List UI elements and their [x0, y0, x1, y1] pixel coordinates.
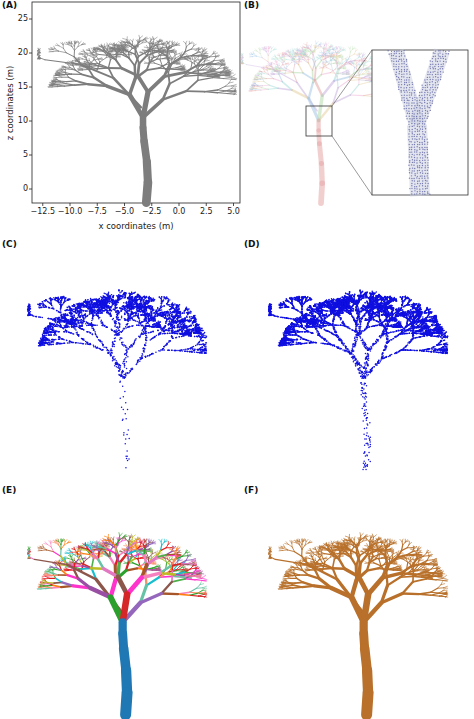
branch-segment [147, 68, 159, 70]
branch-segment [186, 43, 187, 46]
branch-segment [327, 43, 329, 45]
branch-segment [227, 94, 234, 95]
branch-segment [311, 45, 312, 47]
branch-segment [66, 53, 74, 57]
branch-segment [202, 48, 203, 50]
branch-segment [116, 60, 122, 68]
branch-segment [170, 76, 184, 83]
branch-segment [183, 41, 185, 43]
branch-segment [139, 35, 140, 38]
branch-segment [272, 62, 274, 63]
branch-segment [214, 57, 216, 61]
branch-segment [150, 38, 151, 40]
branch-segment [186, 44, 189, 47]
branch-segment [154, 37, 157, 39]
branch-segment [145, 62, 149, 63]
branch-segment [74, 47, 77, 51]
branch-segment [73, 62, 75, 64]
branch-segment [227, 92, 234, 94]
branch-segment [146, 182, 148, 202]
branch-segment [109, 50, 113, 51]
branch-segment [309, 45, 311, 47]
branch-segment [67, 81, 76, 82]
branch-segment [94, 52, 99, 54]
branch-segment [212, 75, 220, 76]
branch-segment [142, 50, 146, 51]
branch-segment [268, 66, 270, 67]
branch-segment [316, 41, 318, 43]
branch-segment [93, 53, 94, 57]
branch-segment [138, 76, 148, 92]
branch-segment [217, 86, 225, 90]
branch-segment [217, 93, 227, 94]
branch-segment [50, 51, 54, 52]
branch-segment [148, 77, 164, 92]
branch-segment [266, 49, 268, 52]
branch-segment [186, 80, 198, 91]
branch-segment [253, 81, 255, 82]
branch-segment [63, 43, 64, 45]
branch-segment [277, 60, 278, 62]
branch-segment [274, 68, 279, 69]
branch-segment [185, 72, 201, 73]
branch-segment [272, 47, 274, 49]
branch-segment [157, 59, 163, 60]
branch-segment [56, 80, 60, 81]
branch-segment [86, 55, 88, 57]
branch-segment [52, 86, 57, 87]
branch-segment [204, 92, 217, 93]
branch-segment [140, 36, 143, 38]
branch-segment [224, 79, 232, 80]
branch-segment [186, 41, 187, 43]
branch-segment [257, 51, 260, 53]
branch-segment [186, 91, 204, 92]
branch-segment [76, 81, 88, 84]
branch-segment [59, 46, 63, 48]
branch-segment [220, 75, 227, 76]
branch-segment [72, 43, 74, 46]
branch-segment [153, 40, 154, 44]
branch-segment [57, 75, 61, 77]
branch-segment [320, 67, 323, 68]
branch-segment [198, 71, 199, 81]
branch-segment [191, 46, 193, 49]
branch-segment [107, 46, 108, 50]
branch-segment [130, 40, 132, 42]
branch-segment [250, 56, 253, 57]
tree-model-grey [37, 35, 236, 202]
branch-segment [93, 58, 97, 64]
branch-segment [348, 47, 350, 49]
branch-segment [231, 74, 235, 77]
branch-segment [213, 78, 224, 79]
branch-segment [66, 73, 69, 77]
branch-segment [80, 58, 83, 59]
branch-segment [123, 38, 127, 39]
branch-segment [316, 41, 317, 44]
branch-segment [108, 60, 110, 68]
branch-segment [60, 81, 67, 82]
branch-segment [293, 55, 296, 56]
branch-segment [91, 64, 98, 65]
branch-segment [82, 63, 89, 64]
branch-segment [304, 44, 307, 45]
branch-segment [66, 84, 75, 86]
branch-segment [132, 39, 133, 41]
branch-segment [69, 77, 76, 81]
branch-segment [198, 78, 213, 81]
branch-segment [168, 72, 169, 83]
branch-segment [79, 41, 81, 43]
branch-segment [58, 85, 65, 86]
branch-segment [350, 47, 351, 49]
branch-segment [130, 78, 136, 94]
branch-segment [175, 54, 176, 59]
branch-segment [201, 74, 212, 75]
tree-model-faint [241, 41, 387, 203]
branch-segment [337, 46, 338, 48]
branch-segment [129, 58, 135, 66]
